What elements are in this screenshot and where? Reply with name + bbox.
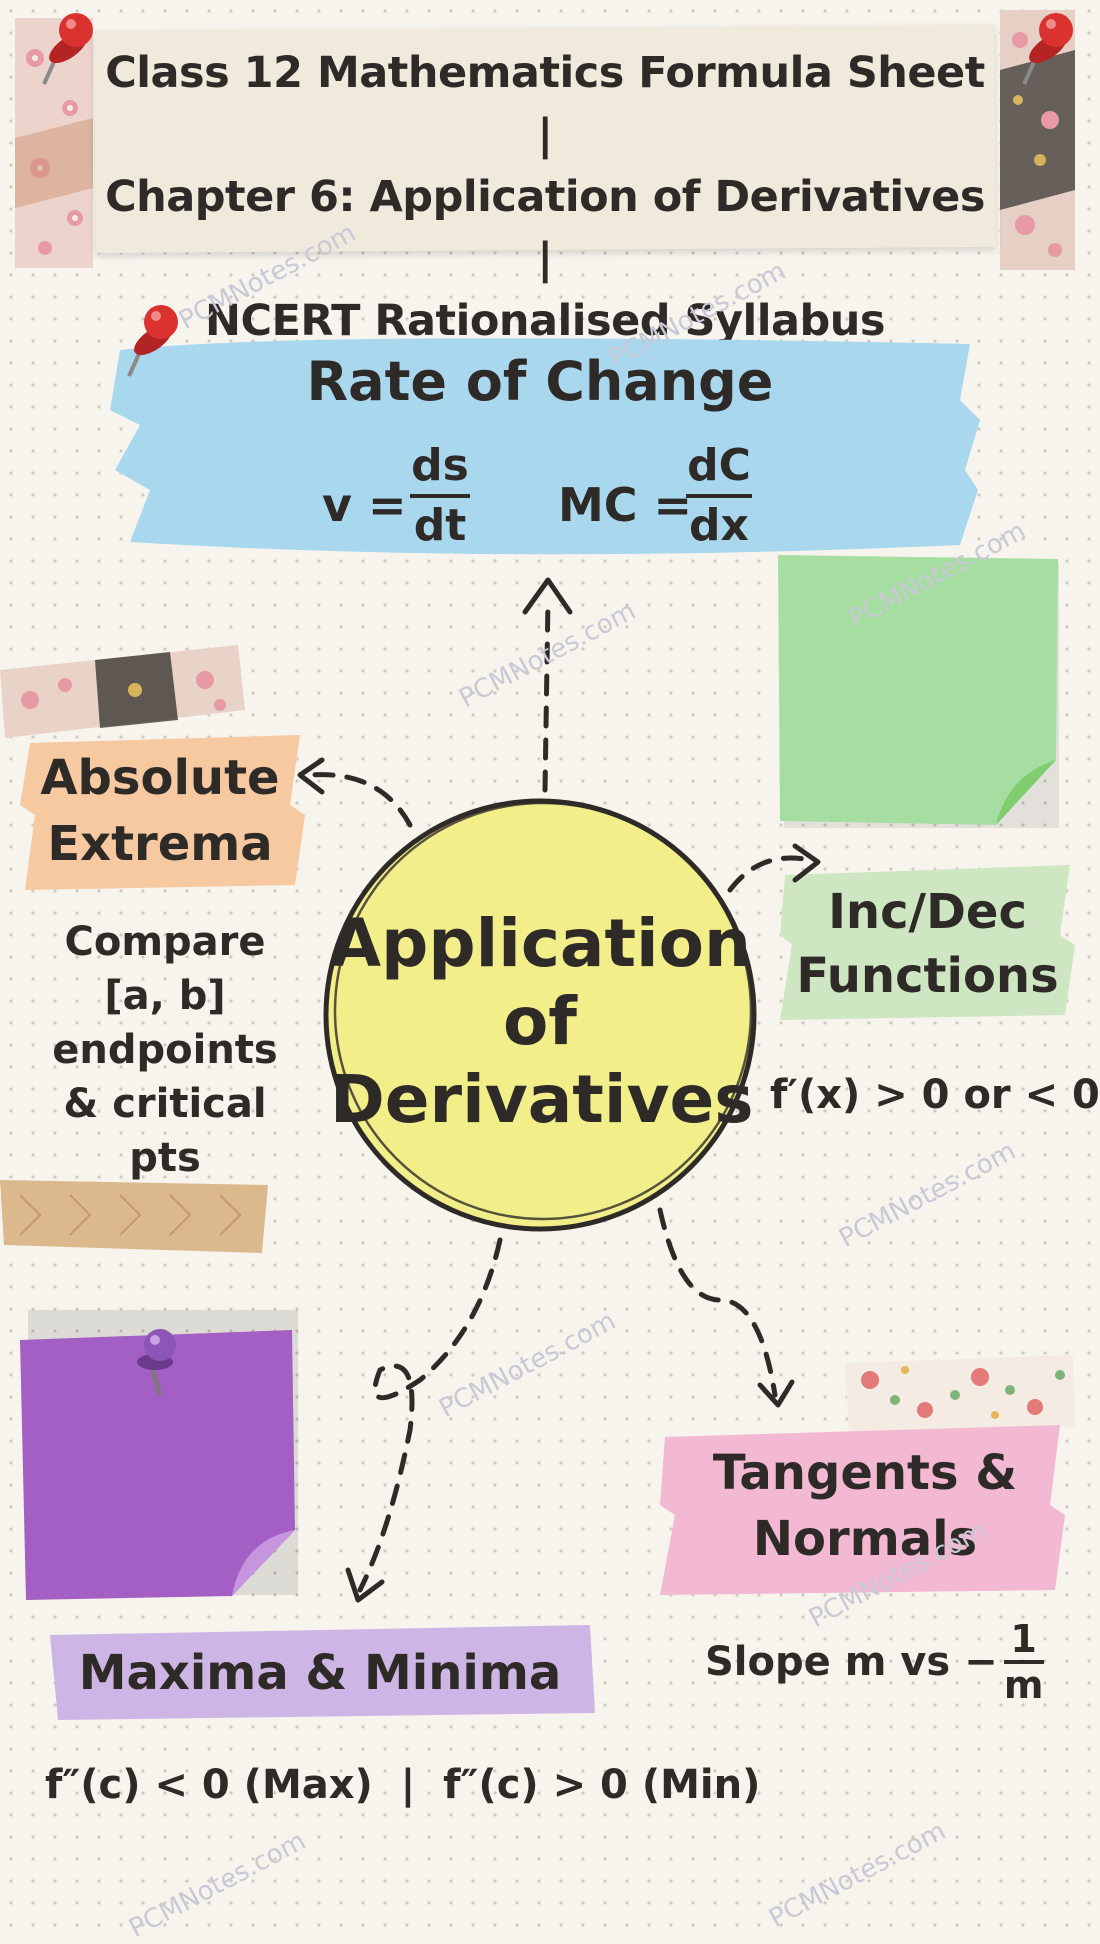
velocity-denominator: dt — [413, 500, 467, 551]
absolute-extrema-desc-line-3: endpoints — [52, 1027, 278, 1073]
rate-of-change-highlight — [110, 338, 980, 555]
arrowhead-down-right — [757, 1379, 795, 1408]
velocity-fraction: ds dt — [410, 440, 470, 552]
title-line-3: NCERT Rationalised Syllabus — [205, 296, 885, 346]
mc-denominator: dx — [689, 500, 749, 551]
mc-numerator: dC — [687, 440, 751, 491]
maxima-minima-title: Maxima & Minima — [78, 1645, 562, 1701]
absolute-extrema-title-line-2: Extrema — [47, 816, 273, 872]
watermark: PCMNotes.com — [124, 1825, 311, 1944]
inc-dec-title-line-1: Inc/Dec — [828, 884, 1027, 940]
center-circle — [323, 798, 757, 1232]
arrow-to-maxima — [357, 1237, 503, 1593]
center-line-2: of — [502, 983, 578, 1060]
arrowhead-down-left — [345, 1567, 385, 1603]
tangents-title-line-2: Normals — [752, 1511, 978, 1567]
title-line-2: Chapter 6: Application of Derivatives | — [105, 172, 985, 284]
inc-dec-description: f′(x) > 0 or < 0 — [770, 1072, 1100, 1118]
rate-of-change-title: Rate of Change — [306, 350, 774, 413]
tangents-title: Tangents & Normals — [665, 1440, 1065, 1572]
fraction-bar — [1003, 1660, 1044, 1664]
inc-dec-title-line-2: Functions — [796, 948, 1059, 1004]
title-line-1: Class 12 Mathematics Formula Sheet | — [105, 48, 985, 160]
slope-fraction: 1 m — [1003, 1617, 1044, 1707]
absolute-extrema-desc-line-4: & critical pts — [63, 1081, 267, 1181]
absolute-extrema-title-line-1: Absolute — [40, 750, 280, 806]
absolute-extrema-description: Compare [a, b] endpoints & critical pts — [30, 915, 300, 1185]
absolute-extrema-title: Absolute Extrema — [20, 745, 300, 877]
green-sticky-note — [778, 555, 1059, 828]
slope-denominator: m — [1003, 1663, 1044, 1707]
gold-tape-left-lower — [0, 1180, 268, 1253]
marginal-cost-fraction: dC dx — [686, 440, 752, 552]
velocity-label: v = — [322, 478, 407, 532]
velocity-numerator: ds — [411, 440, 469, 491]
maxima-minima-description: f″(c) < 0 (Max) | f″(c) > 0 (Min) — [45, 1762, 761, 1808]
tangents-title-line-1: Tangents & — [712, 1445, 1018, 1501]
slope-text: Slope m vs − — [705, 1639, 998, 1685]
floral-tape-top-right — [1000, 10, 1075, 270]
tangents-highlight — [660, 1425, 1065, 1595]
absolute-extrema-desc-line-1: Compare — [64, 919, 266, 965]
arrowhead-up — [522, 577, 573, 615]
fraction-bar — [410, 494, 470, 498]
watermark: PCMNotes.com — [434, 1305, 621, 1425]
absolute-extrema-desc-line-2: [a, b] — [104, 973, 226, 1019]
pushpin-icon — [1022, 13, 1073, 85]
tangents-description: Slope m vs − 1 m — [705, 1612, 1044, 1712]
watermark: PCMNotes.com — [454, 595, 641, 715]
inc-dec-highlight — [780, 865, 1075, 1020]
floral-tape-left-upper — [0, 645, 245, 738]
marginal-cost-label: MC = — [558, 478, 693, 532]
watermark: PCMNotes.com — [764, 1815, 951, 1935]
inc-dec-title: Inc/Dec Functions — [780, 880, 1075, 1008]
pushpin-icon — [42, 13, 93, 85]
slope-numerator: 1 — [1010, 1617, 1037, 1661]
arrow-to-rate-of-change — [542, 597, 551, 793]
page-title: Class 12 Mathematics Formula Sheet | Cha… — [95, 42, 995, 352]
center-topic: Application of Derivatives — [330, 905, 754, 1139]
center-line-1: Application — [330, 905, 751, 982]
watermark: PCMNotes.com — [834, 1135, 1021, 1255]
maxima-minima-highlight — [50, 1625, 595, 1720]
absolute-extrema-highlight — [20, 735, 305, 890]
floral-tape-right — [845, 1355, 1075, 1433]
pushpin-icon — [127, 305, 178, 377]
fraction-bar — [686, 494, 752, 498]
purple-sticky-note — [20, 1310, 298, 1600]
center-line-3: Derivatives — [330, 1061, 754, 1138]
